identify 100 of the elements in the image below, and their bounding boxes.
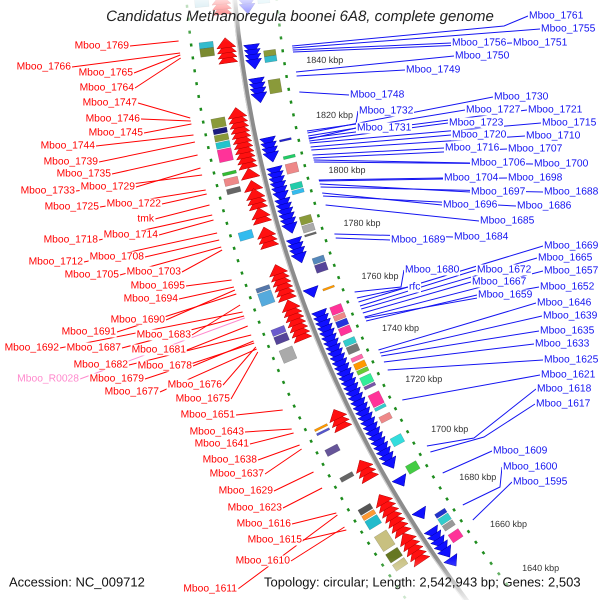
gene-label: Mboo_1637 (208, 468, 265, 480)
leader-line (296, 70, 406, 76)
gene-label: Mboo_1704 (443, 172, 500, 184)
position-label: 1660 kbp (490, 519, 528, 529)
gene-label: Mboo_1625 (543, 354, 600, 366)
leader-line (250, 432, 294, 444)
gene-label: Mboo_1707 (507, 144, 564, 154)
leader-line (192, 340, 254, 366)
gene-label: Mboo_1729 (80, 182, 136, 192)
leader-line (192, 304, 241, 336)
gene-label: Mboo_1687 (66, 342, 122, 354)
gene-label: Mboo_1695 (130, 280, 186, 292)
leader-line (292, 512, 337, 524)
position-label: 1740 kbp (382, 323, 420, 333)
footer-text: Accession: NC_009712 (9, 574, 145, 590)
gene-label: Mboo_1669 (543, 240, 600, 252)
leader-line (130, 40, 180, 46)
gene-label: Mboo_1755 (540, 24, 596, 34)
leader-line (244, 428, 292, 432)
leader-line (358, 246, 544, 302)
gene-label: Mboo_1727 (465, 104, 522, 116)
leader-line (222, 346, 256, 386)
leader-line (258, 444, 300, 460)
leader-line (319, 184, 470, 192)
gene-label: Mboo_1691 (60, 326, 117, 338)
gene-label: Mboo_1705 (64, 270, 120, 280)
gene-label: Mboo_1633 (534, 338, 590, 350)
position-label: 1640 kbp (522, 563, 560, 573)
gene-label: Mboo_1676 (166, 380, 223, 390)
gene-label: Mboo_1716 (444, 142, 500, 154)
leader-line (306, 110, 358, 132)
leader-line (313, 160, 470, 164)
leader-line (72, 52, 181, 68)
leader-line (158, 220, 214, 236)
gene-label: Mboo_1646 (536, 298, 592, 308)
gene-label: Mboo_1667 (471, 276, 528, 288)
gene-label: Mboo_1621 (540, 370, 596, 380)
gene-label: Mboo_1706 (470, 158, 526, 168)
leader-line (186, 280, 232, 286)
gene-label: Mboo_1697 (470, 186, 526, 198)
leader-line (354, 270, 404, 292)
gene-label: Mboo_1733 (20, 186, 76, 196)
leader-line (140, 118, 192, 122)
gene-label: Mboo_1651 (180, 410, 236, 420)
leader-line (182, 250, 223, 272)
gene-label: Mboo_1748 (349, 90, 406, 100)
gene-label: Mboo_1629 (218, 486, 274, 496)
gene-label: Mboo_1678 (136, 360, 193, 372)
gene-label: Mboo_1672 (476, 264, 532, 276)
leader-line (296, 56, 454, 72)
leader-line (322, 192, 442, 206)
leader-line (402, 374, 540, 400)
gene-label: Mboo_1690 (110, 314, 166, 326)
gene-label: Mboo_1696 (442, 200, 498, 210)
gene-label: Mboo_1611 (182, 584, 238, 594)
gene-label: Mboo_1708 (88, 252, 145, 262)
gene-label: Mboo_1712 (28, 256, 84, 268)
gene-label: Mboo_1715 (541, 118, 598, 128)
leader-line (335, 238, 390, 240)
position-label: 1720 kbp (405, 374, 442, 384)
gene-label: Mboo_1756 (451, 38, 508, 48)
gene-label: Mboo_1731 (356, 122, 412, 134)
gene-label: Mboo_1684 (453, 232, 510, 242)
gene-label: Mboo_1718 (42, 234, 99, 246)
leader-line (264, 448, 302, 474)
gene-label: Mboo_1652 (539, 282, 596, 292)
leader-line (378, 302, 536, 350)
gene-label: Mboo_1698 (507, 172, 564, 184)
leader-line (442, 450, 492, 474)
leader-line (134, 58, 182, 88)
leader-line (186, 326, 248, 350)
leader-line (325, 204, 480, 222)
gene-label: Mboo_1751 (512, 38, 568, 48)
gene-label: Mboo_1657 (543, 266, 600, 276)
gene-label: Mboo_1685 (479, 216, 536, 226)
leader-line (98, 142, 196, 162)
gene-label: Mboo_1639 (542, 310, 598, 322)
leader-line (178, 286, 234, 300)
leader-line (298, 92, 350, 96)
position-label: 1800 kbp (328, 165, 366, 175)
gene-label: Mboo_1723 (448, 118, 504, 128)
leader-line (144, 240, 220, 258)
gene-label: Mboo_1730 (493, 92, 550, 102)
position-label: 1760 kbp (361, 271, 398, 281)
map-title: Candidatus Methanoregula boonei 6A8, complete genome (106, 9, 494, 25)
gene-label: Mboo_1675 (174, 394, 231, 404)
position-label: 1680 kbp (459, 472, 496, 482)
leader-line (162, 194, 208, 204)
gene-label: Mboo_1609 (492, 446, 548, 456)
leader-line (96, 134, 194, 146)
leader-line (136, 168, 201, 188)
leader-line (426, 388, 536, 446)
gene-label: Mboo_1765 (78, 68, 134, 78)
gene-label: Mboo_1679 (88, 374, 145, 384)
gene-label: Mboo_1739 (42, 156, 99, 168)
position-label: 1700 kbp (431, 424, 468, 434)
gene-label: Mboo_1694 (122, 294, 179, 304)
leader-line (274, 472, 314, 492)
gene-label: Mboo_1641 (194, 438, 250, 450)
gene-label: Mboo_1732 (358, 106, 414, 116)
